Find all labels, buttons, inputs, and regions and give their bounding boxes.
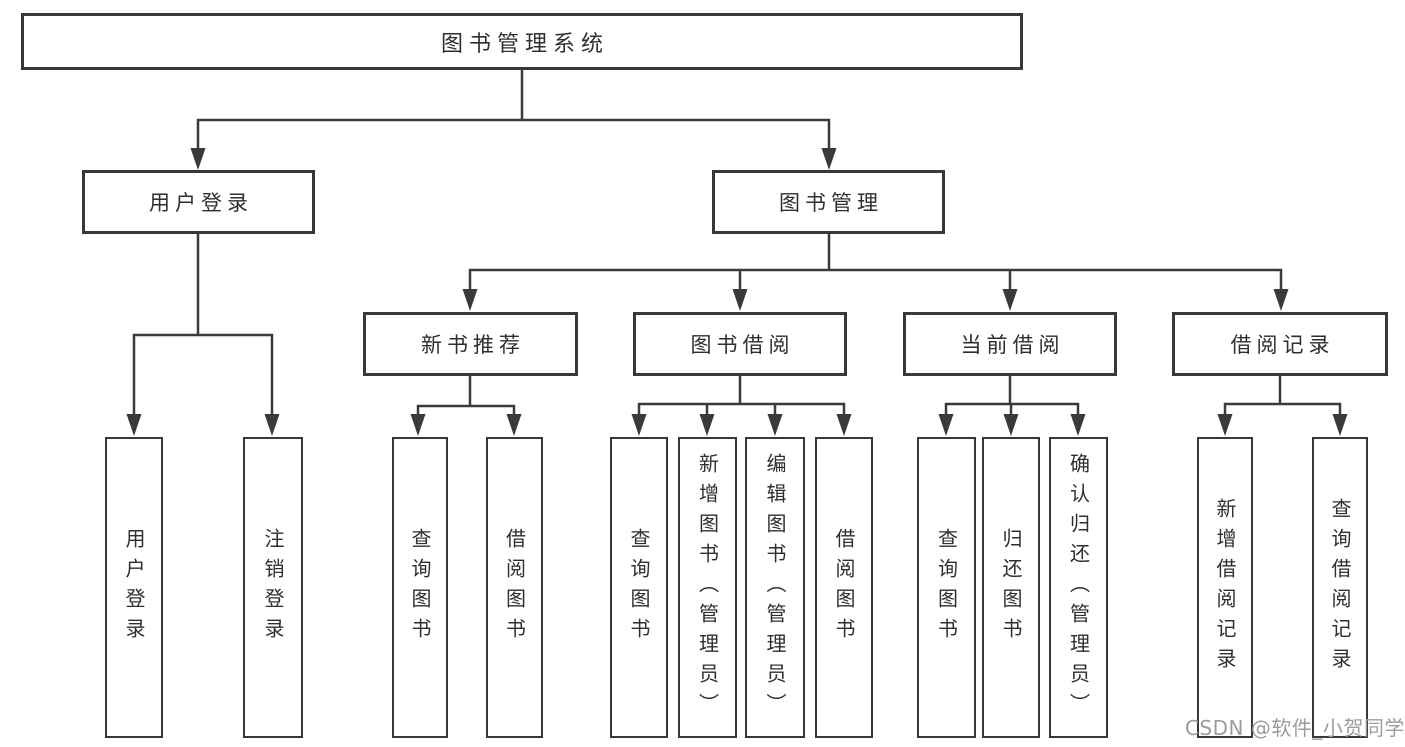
node-user-login: 用户登录 [82, 170, 315, 234]
leaf-user-login-label: 用户登录 [122, 527, 146, 648]
node-book-borrowing: 图书借阅 [633, 312, 847, 376]
node-user-login-label: 用户登录 [149, 191, 253, 215]
leaf-query-books-current: 查询图书 [917, 437, 976, 738]
leaf-query-books-borrowing: 查询图书 [610, 437, 668, 738]
leaf-add-book-admin: 新增图书（管理员） [678, 437, 737, 738]
node-book-management-label: 图书管理 [779, 191, 883, 215]
arrow-down-icon [1273, 289, 1289, 311]
leaf-query-books-borrowing-label: 查询图书 [627, 527, 651, 648]
leaf-user-login: 用户登录 [105, 437, 163, 738]
arrow-down-icon [462, 289, 478, 311]
leaf-query-borrow-record-label: 查询借阅记录 [1328, 497, 1352, 678]
node-new-book-recommendation: 新书推荐 [363, 312, 578, 376]
watermark-csdn: CSDN @软件_小贺同学 [1185, 716, 1405, 740]
arrow-down-icon [836, 414, 852, 436]
leaf-return-book-label: 归还图书 [999, 527, 1023, 648]
arrow-down-icon [1217, 414, 1233, 436]
arrow-down-icon [767, 414, 783, 436]
node-root: 图书管理系统 [21, 13, 1023, 70]
leaf-confirm-return-admin: 确认归还（管理员） [1049, 437, 1108, 738]
leaf-query-books-current-label: 查询图书 [934, 527, 959, 648]
arrow-down-icon [126, 414, 142, 436]
leaf-borrow-books-recommend-label: 借阅图书 [502, 527, 527, 648]
arrow-down-icon [1332, 414, 1348, 436]
leaf-logout-label: 注销登录 [261, 527, 285, 648]
leaf-query-books-recommend-label: 查询图书 [408, 527, 432, 648]
leaf-return-book: 归还图书 [982, 437, 1040, 738]
arrow-down-icon [190, 148, 206, 170]
leaf-edit-book-admin-label: 编辑图书（管理员） [763, 452, 787, 723]
leaf-borrow-books-recommend: 借阅图书 [486, 437, 543, 738]
arrow-down-icon [732, 289, 748, 311]
arrow-down-icon [938, 414, 954, 436]
arrow-down-icon [1002, 289, 1018, 311]
leaf-query-books-recommend: 查询图书 [392, 437, 448, 738]
node-borrowing-records-label: 借阅记录 [1230, 333, 1335, 357]
arrow-down-icon [1003, 414, 1019, 436]
arrowheads [126, 148, 1348, 436]
leaf-confirm-return-admin-label: 确认归还（管理员） [1066, 452, 1091, 723]
leaf-borrow-books-borrowing-label: 借阅图书 [832, 527, 856, 648]
leaf-borrow-books-borrowing: 借阅图书 [815, 437, 873, 738]
arrow-down-icon [631, 414, 647, 436]
node-book-borrowing-label: 图书借阅 [690, 333, 795, 357]
leaf-add-borrow-record-label: 新增借阅记录 [1213, 497, 1237, 678]
arrow-down-icon [506, 414, 522, 436]
arrow-down-icon [699, 414, 715, 436]
leaf-add-borrow-record: 新增借阅记录 [1197, 437, 1253, 738]
node-current-borrowing-label: 当前借阅 [960, 333, 1065, 357]
leaf-logout: 注销登录 [243, 437, 303, 738]
leaf-query-borrow-record: 查询借阅记录 [1312, 437, 1368, 738]
arrow-down-icon [821, 148, 837, 170]
node-book-management: 图书管理 [712, 170, 945, 234]
connector-path [132, 69, 1342, 420]
arrow-down-icon [410, 414, 426, 436]
node-root-label: 图书管理系统 [440, 31, 609, 57]
node-current-borrowing: 当前借阅 [903, 312, 1117, 376]
leaf-edit-book-admin: 编辑图书（管理员） [745, 437, 805, 738]
arrow-down-icon [264, 414, 280, 436]
node-borrowing-records: 借阅记录 [1172, 312, 1388, 376]
leaf-add-book-admin-label: 新增图书（管理员） [695, 452, 720, 723]
node-new-book-recommendation-label: 新书推荐 [421, 333, 525, 357]
arrow-down-icon [1070, 414, 1086, 436]
